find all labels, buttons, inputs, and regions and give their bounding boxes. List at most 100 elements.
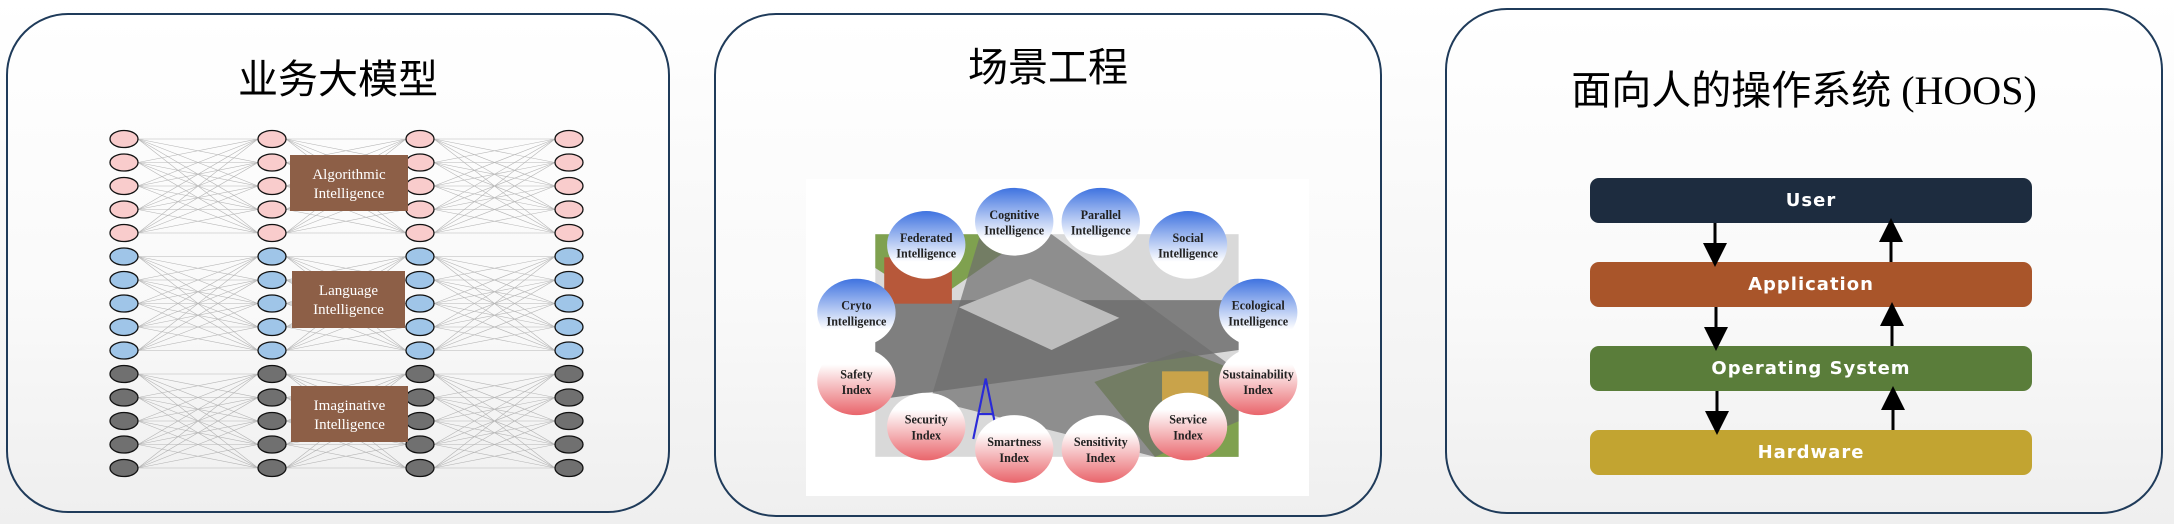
intelligence-box xyxy=(290,155,408,211)
index-bubble-label: Smartness xyxy=(987,435,1041,449)
index-bubble-label: Index xyxy=(1086,451,1116,465)
index-bubble-label: Service xyxy=(1169,413,1207,427)
network-node xyxy=(109,176,139,196)
network-node xyxy=(257,411,287,431)
network-node xyxy=(405,294,435,313)
intelligence-bubble-label: Intelligence xyxy=(1071,224,1131,238)
network-node xyxy=(554,294,584,313)
intelligence-bubble-label: Cryto xyxy=(841,299,871,313)
index-bubble-label: Sustainability xyxy=(1223,367,1294,381)
index-bubble-label: Index xyxy=(999,451,1029,465)
intelligence-bubble-label: Intelligence xyxy=(1228,314,1288,328)
network-node xyxy=(405,223,435,243)
panel-title: 业务大模型 xyxy=(238,57,438,102)
network-node xyxy=(109,223,139,243)
panel-title: 场景工程 xyxy=(968,45,1128,90)
index-bubble xyxy=(975,415,1054,483)
index-bubble-label: Index xyxy=(842,383,872,397)
panel-title: 面向人的操作系统 (HOOS) xyxy=(1571,68,2037,113)
index-bubble xyxy=(1061,415,1140,483)
layer-hardware: Hardware xyxy=(1590,430,2032,475)
index-bubble xyxy=(1219,347,1298,416)
network-node xyxy=(554,270,584,290)
neural-network-diagram: AlgorithmicIntelligenceLanguageIntellige… xyxy=(109,129,584,478)
network-node xyxy=(109,129,139,149)
hoos-panel: 面向人的操作系统 (HOOS) xyxy=(1445,8,2163,514)
network-node xyxy=(109,458,139,478)
network-node xyxy=(109,153,139,172)
network-node xyxy=(554,435,584,454)
intelligence-bubble-label: Cognitive xyxy=(989,208,1039,222)
index-bubble-label: Index xyxy=(1243,383,1273,397)
network-node xyxy=(554,153,584,172)
network-node xyxy=(109,435,139,454)
intelligence-bubble xyxy=(887,211,966,279)
intelligence-bubble-label: Intelligence xyxy=(984,224,1044,238)
network-node xyxy=(109,341,139,360)
index-bubble-label: Sensitivity xyxy=(1074,435,1128,449)
intelligence-bubble-label: Intelligence xyxy=(826,314,886,328)
index-bubble xyxy=(1148,392,1228,461)
network-node xyxy=(257,153,287,172)
intelligence-bubble-label: Ecological xyxy=(1232,299,1286,313)
network-node xyxy=(257,388,287,407)
network-node xyxy=(405,458,435,478)
network-node xyxy=(109,364,139,384)
index-bubble xyxy=(887,392,966,461)
network-node xyxy=(554,341,584,360)
network-node xyxy=(405,129,435,149)
network-node xyxy=(554,129,584,149)
intelligence-bubble-label: Parallel xyxy=(1081,208,1122,222)
intelligence-box-label: Intelligence xyxy=(314,186,385,202)
index-bubble xyxy=(817,347,896,416)
intelligence-box xyxy=(292,271,405,328)
network-node xyxy=(109,411,139,431)
network-node xyxy=(405,341,435,360)
network-node xyxy=(554,247,584,266)
network-node xyxy=(554,411,584,431)
intelligence-bubble-label: Federated xyxy=(900,231,953,245)
network-node xyxy=(257,200,287,219)
network-node xyxy=(554,223,584,243)
network-node xyxy=(257,129,287,149)
intelligence-bubble xyxy=(1219,278,1298,347)
intelligence-bubble-label: Intelligence xyxy=(1158,247,1218,261)
layer-application: Application xyxy=(1590,262,2032,307)
index-bubble-label: Security xyxy=(905,413,948,427)
network-node xyxy=(257,294,287,313)
network-node xyxy=(257,341,287,360)
network-node xyxy=(257,364,287,384)
parking-lot xyxy=(959,278,1120,350)
network-node xyxy=(109,317,139,337)
network-node xyxy=(257,223,287,243)
layer-operating-system: Operating System xyxy=(1590,346,2032,391)
network-node xyxy=(109,388,139,407)
network-node xyxy=(257,317,287,337)
network-node xyxy=(405,435,435,454)
intelligence-box-label: Language xyxy=(319,283,378,299)
network-node xyxy=(554,317,584,337)
index-bubble-label: Index xyxy=(1173,428,1203,442)
network-node xyxy=(109,200,139,219)
network-node xyxy=(257,270,287,290)
intelligence-bubble-label: Intelligence xyxy=(896,247,956,261)
network-node xyxy=(257,176,287,196)
network-node xyxy=(554,364,584,384)
index-bubble-label: Safety xyxy=(840,367,872,381)
network-node xyxy=(109,294,139,313)
intelligence-bubble xyxy=(975,187,1054,256)
network-node xyxy=(109,247,139,266)
network-node xyxy=(257,247,287,266)
intelligence-box-label: Algorithmic xyxy=(312,167,386,183)
network-node xyxy=(405,364,435,384)
network-node xyxy=(109,270,139,290)
network-node xyxy=(554,176,584,196)
intelligence-bubble xyxy=(1148,211,1228,279)
intelligence-bubble xyxy=(1061,187,1140,256)
network-node xyxy=(554,200,584,219)
intelligence-box-label: Imaginative xyxy=(314,398,386,414)
network-node xyxy=(554,458,584,478)
index-bubble-label: Index xyxy=(911,428,941,442)
network-node xyxy=(257,435,287,454)
